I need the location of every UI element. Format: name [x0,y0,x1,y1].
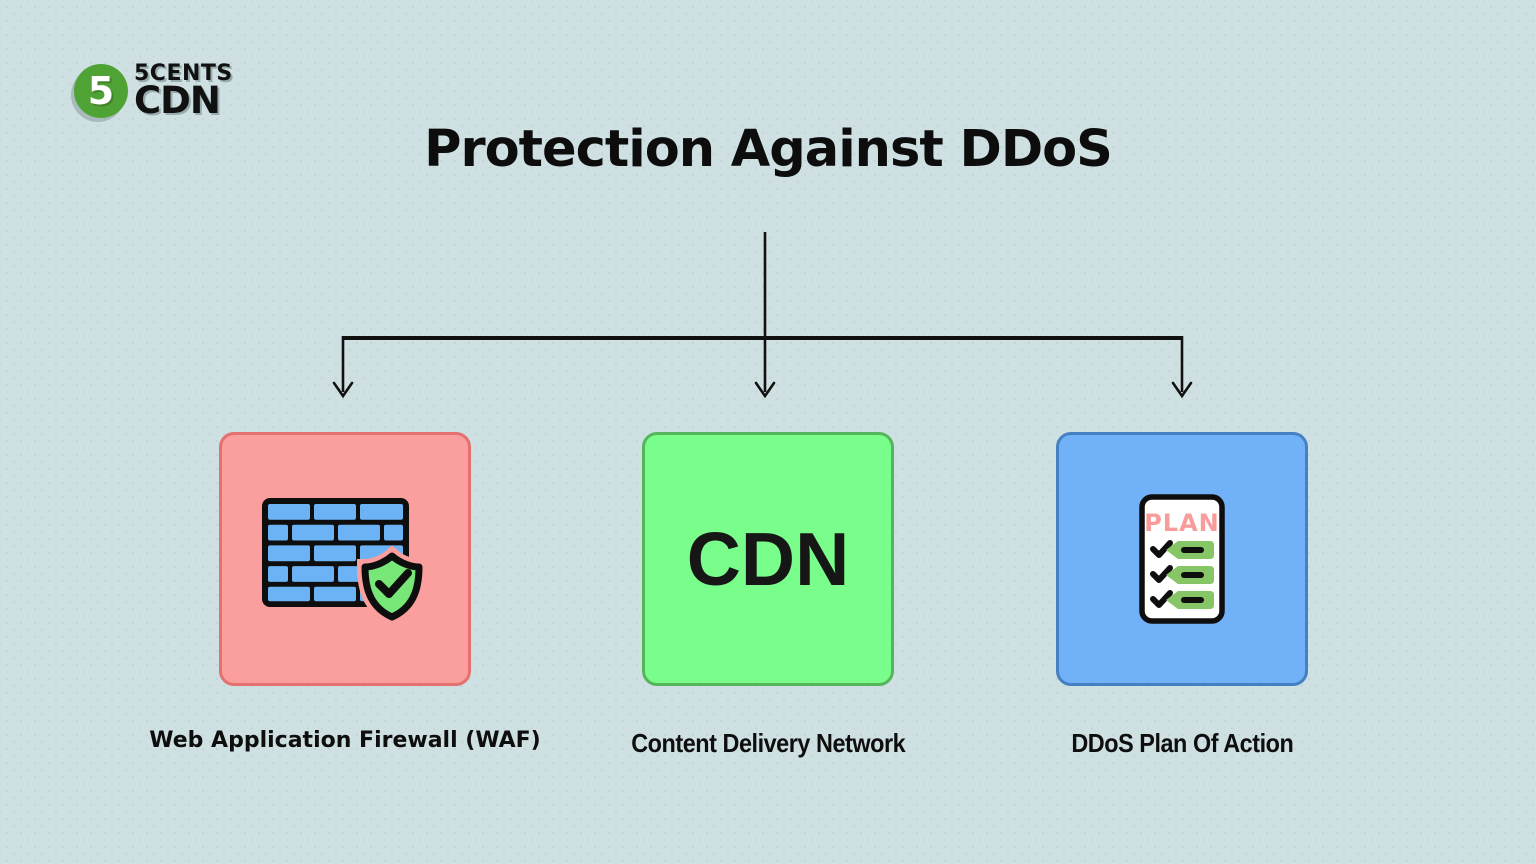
plan-card-label: DDoS Plan Of Action [1071,728,1293,758]
logo-line2: CDN [134,79,221,123]
waf-card [219,432,471,686]
firewall-shield-icon [262,498,428,626]
logo-text: 5CENTS CDN [134,61,233,123]
page-title: Protection Against DDoS [424,120,1113,179]
logo-line1: 5CENTS [134,61,233,86]
logo-badge-number: 5 [87,69,115,114]
logo-badge-icon: 5 [74,64,128,119]
cdn-card: CDN [642,432,894,686]
plan-checklist-icon: PLAN [1139,494,1225,624]
plan-card: PLAN [1056,432,1308,686]
plan-icon-title: PLAN [1144,509,1220,537]
cdn-card-text: CDN [686,517,850,601]
cdn-card-group: CDN Content Delivery Network [558,432,978,759]
waf-card-group: Web Application Firewall (WAF) [135,432,555,753]
plan-card-group: PLAN DDoS Plan Of Action [972,432,1392,759]
cdn-card-label: Content Delivery Network [631,728,905,758]
waf-card-label: Web Application Firewall (WAF) [149,728,541,753]
brand-logo: 5 5CENTS CDN [74,61,233,123]
